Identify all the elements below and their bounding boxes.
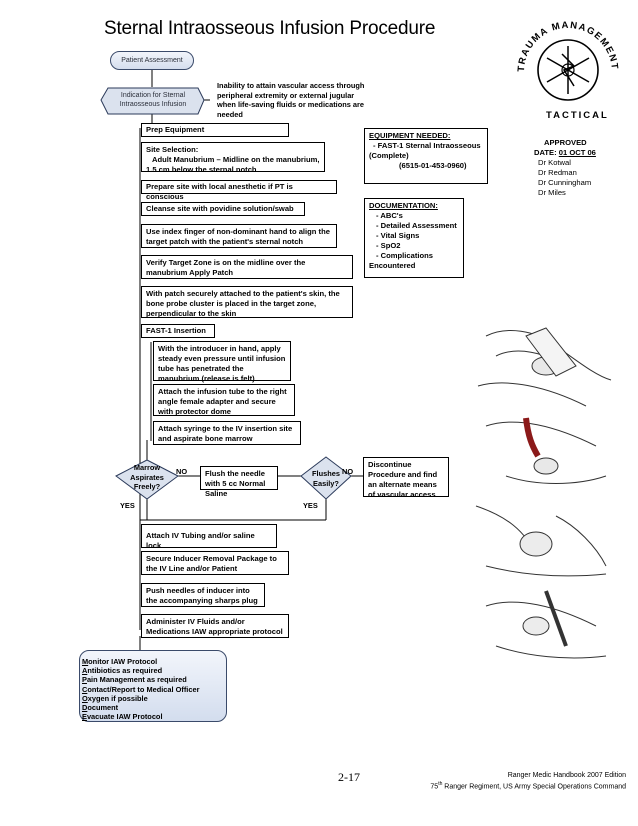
documentation-item: Encountered	[369, 261, 416, 270]
equipment-nsn: (6515-01-453-0960)	[399, 161, 467, 170]
page-title: Sternal Intraosseous Infusion Procedure	[104, 18, 436, 39]
mnemonic-item: Oxygen if possible	[82, 693, 148, 703]
flushes-yes-label: YES	[303, 501, 318, 510]
footer-line-2: 75th Ranger Regiment, US Army Special Op…	[430, 781, 626, 791]
approver-name: Dr Redman	[538, 168, 577, 177]
site-selection-body: Adult Manubrium – Midline on the manubri…	[146, 155, 320, 174]
step-iv-tubing: Attach IV Tubing and/or saline lock	[141, 524, 277, 550]
approval-block: APPROVED DATE: 01 OCT 06 Dr Kotwal Dr Re…	[534, 138, 624, 198]
step-introducer-pressure: With the introducer in hand, apply stead…	[153, 341, 291, 383]
footer-text: Ranger Medic Handbook 2007 Edition 75th …	[380, 771, 626, 791]
indication-hexagon	[100, 87, 205, 115]
marrow-yes-label: YES	[120, 501, 135, 510]
flushes-decision-label: Flushes Easily?	[312, 469, 340, 488]
equipment-line: (Complete)	[369, 151, 409, 160]
approver-name: Dr Kotwal	[538, 158, 571, 167]
documentation-item: - ABC's	[376, 211, 403, 220]
step-flush-needle: Flush the needle with 5 cc Normal Saline	[200, 466, 278, 498]
mnemonic-item: Pain Management as required	[82, 675, 187, 685]
illustration-syringe-icon	[485, 590, 607, 659]
documentation-item: - Vital Signs	[376, 231, 420, 240]
marrow-decision-label: Marrow Aspirates Freely?	[130, 463, 164, 492]
step-prep-equipment: Prep Equipment	[141, 123, 289, 137]
illustration-patch-icon	[485, 417, 607, 484]
documentation-title: DOCUMENTATION:	[369, 201, 438, 210]
step-place-probe: With patch securely attached to the pati…	[141, 286, 353, 318]
step-verify-target-zone: Verify Target Zone is on the midline ove…	[141, 255, 353, 279]
procedure-illustrations	[475, 327, 612, 659]
mnemonic-item: Contact/Report to Medical Officer	[82, 684, 200, 694]
step-cleanse-site: Cleanse site with povidine solution/swab	[141, 202, 305, 216]
mnemonic-item: Monitor IAW Protocol	[82, 657, 158, 666]
step-aspirate-marrow: Attach syringe to the IV insertion site …	[153, 421, 301, 445]
documentation-item: - SpO2	[376, 241, 401, 250]
marrow-no-label: NO	[176, 467, 188, 476]
site-selection-title: Site Selection:	[146, 145, 199, 154]
marrow-decision-diamond	[115, 459, 179, 500]
approved-title: APPROVED	[544, 138, 587, 147]
equipment-title: EQUIPMENT NEEDED:	[369, 131, 451, 140]
illustration-hands-icon	[475, 505, 607, 577]
mnemonic-item: Evacuate IAW Protocol	[82, 712, 163, 722]
approver-name: Dr Cunningham	[538, 178, 592, 187]
step-attach-infusion-tube: Attach the infusion tube to the right an…	[153, 384, 295, 416]
svg-text:TACTICAL: TACTICAL	[546, 110, 609, 121]
svg-text:TRAUMA MANAGEMENT TEAM: TRAUMA MANAGEMENT TEAM	[512, 14, 620, 72]
flushes-no-label: NO	[342, 467, 354, 476]
step-site-selection: Site Selection: Adult Manubrium – Midlin…	[141, 142, 325, 174]
map-code-box: Monitor IAW Protocol Antibiotics as requ…	[79, 650, 227, 722]
trauma-team-logo: TRAUMA MANAGEMENT TEAM TACTICAL	[507, 6, 624, 124]
illustration-introducer-icon	[477, 327, 612, 407]
page-number: 2-17	[338, 770, 360, 784]
step-fast1-insertion: FAST-1 Insertion	[141, 324, 215, 338]
step-local-anesthetic: Prepare site with local anesthetic if PT…	[141, 180, 337, 201]
indication-label: Indication for Sternal Intraosseous Infu…	[119, 92, 187, 108]
approved-date: DATE: 01 OCT 06	[534, 148, 596, 157]
logo-emblem-icon: TRAUMA MANAGEMENT TEAM TACTICAL	[507, 6, 620, 121]
footer-line-1: Ranger Medic Handbook 2007 Edition	[507, 772, 626, 779]
step-align-patch: Use index finger of non-dominant hand to…	[141, 224, 337, 248]
patient-assessment-box: Patient Assessment	[110, 51, 194, 70]
step-discontinue: Discontinue Procedure and find an altern…	[363, 457, 449, 499]
documentation-box: DOCUMENTATION: - ABC's - Detailed Assess…	[364, 198, 464, 278]
mnemonic-item: Antibiotics as required	[82, 666, 163, 676]
step-administer-fluids: Administer IV Fluids and/or Medications …	[141, 614, 289, 638]
flushes-decision-diamond	[300, 456, 352, 500]
equipment-line: - FAST-1 Sternal Intraosseous	[373, 141, 481, 150]
approver-name: Dr Miles	[538, 188, 566, 197]
documentation-item: - Complications	[376, 251, 433, 260]
step-secure-inducer: Secure Inducer Removal Package to the IV…	[141, 551, 289, 575]
indication-note: Inability to attain vascular access thro…	[217, 81, 365, 119]
mnemonic-item: Document	[82, 703, 119, 713]
equipment-needed-box: EQUIPMENT NEEDED: - FAST-1 Sternal Intra…	[364, 128, 488, 184]
step-push-needles: Push needles of inducer into the accompa…	[141, 583, 265, 607]
documentation-item: - Detailed Assessment	[376, 221, 457, 230]
